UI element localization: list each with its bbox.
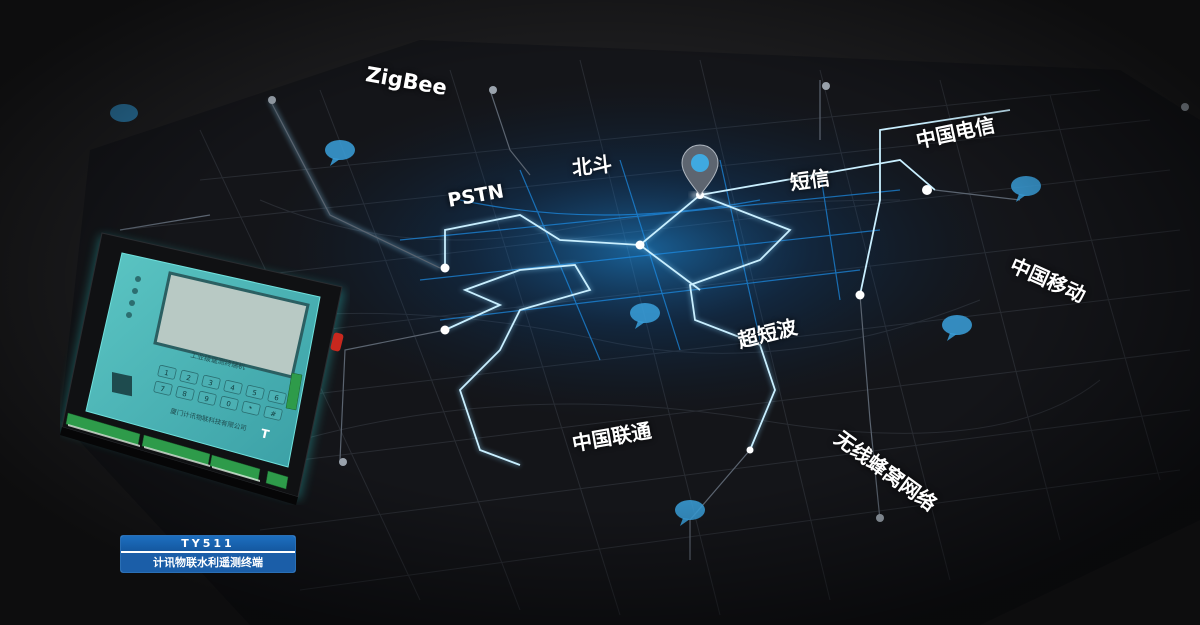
keypad-key [201,374,221,390]
keypad-key [179,369,199,385]
keypad-key [245,384,265,400]
keypad-key-label: 7 [159,385,165,394]
keypad-key-label: 3 [207,379,213,388]
keypad-key [267,389,287,405]
keypad-key-label: 2 [185,374,191,383]
keypad-key-label: 9 [203,395,209,404]
product-plate: TY511 计讯物联水利遥测终端 [120,535,296,573]
keypad-key [263,405,283,421]
product-model: TY511 [121,536,295,551]
keypad-key [157,364,177,380]
label-beidou: 北斗 [570,151,614,180]
keypad-key-label: # [269,410,277,419]
label-sms: 短信 [788,165,832,195]
keypad-key [241,400,261,416]
keypad-key-label: 0 [225,400,231,409]
keypad-key [219,395,239,411]
keypad-key-label: 8 [181,390,187,399]
keypad-key-label: * [247,405,253,414]
keypad: 1 2 3 4 5 6 7 8 9 0 * # [153,364,287,421]
keypad-key-label: 5 [251,389,257,398]
keypad-key [175,385,195,401]
keypad-key-label: 6 [273,394,280,403]
keypad-key-label: 1 [163,369,169,378]
keypad-key-label: 4 [229,384,236,393]
device-logo: T [259,426,271,442]
keypad-key [223,379,243,395]
product-name: 计讯物联水利遥测终端 [121,551,295,572]
keypad-key [153,380,173,396]
keypad-key [197,390,217,406]
